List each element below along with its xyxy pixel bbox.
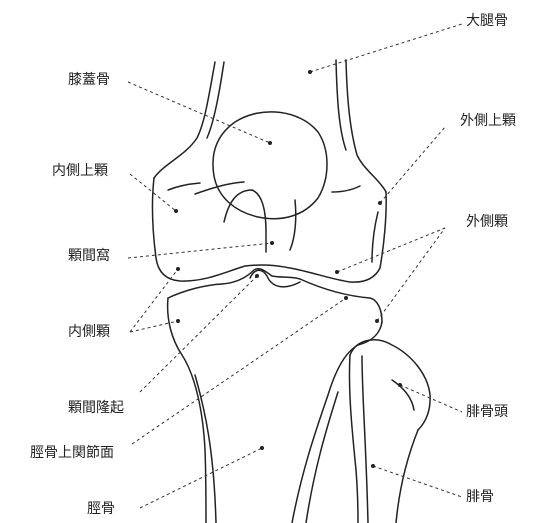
- dot-lateral-epicondyle: [378, 201, 382, 205]
- fibula-right-border: [396, 430, 418, 523]
- lateral-epicondyle-stroke: [372, 212, 378, 262]
- dot-femur: [308, 70, 312, 74]
- dot-medial-epicondyle: [174, 209, 178, 213]
- fossa-right-edge: [290, 200, 296, 250]
- leader-lateral-condyle-1: [337, 228, 445, 272]
- leader-tibia: [140, 448, 262, 508]
- dot-tibial-articular-surface: [344, 296, 348, 300]
- dot-lateral-condyle-2: [375, 319, 379, 323]
- dot-medial-condyle-1: [176, 267, 180, 271]
- medial-condyle-stroke: [168, 183, 200, 190]
- femur-shaft-right-inner: [336, 60, 346, 150]
- leader-fibula: [373, 466, 462, 497]
- leader-femur: [310, 24, 462, 72]
- dot-intercondylar-fossa: [270, 241, 274, 245]
- label-tibial-articular-surface: 脛骨上関節面: [30, 445, 114, 461]
- label-tibia: 脛骨: [87, 501, 115, 517]
- label-intercondylar-eminence: 顆間隆起: [68, 400, 124, 416]
- patella-outline: [213, 112, 327, 219]
- dot-patella: [268, 141, 272, 145]
- femur-shaft-left-inner: [207, 62, 224, 138]
- dot-intercondylar-eminence: [255, 274, 259, 278]
- label-femur: 大腿骨: [466, 13, 508, 29]
- tibia-right-border: [292, 322, 382, 523]
- fossa-curve: [224, 190, 266, 252]
- tibia-eminence: [250, 270, 300, 287]
- fibula-head-inner: [392, 380, 414, 410]
- femur-condyles-outline: [153, 178, 387, 282]
- fibula-left-inner: [362, 356, 368, 523]
- dot-tibia: [260, 446, 264, 450]
- leader-intercondylar-eminence: [140, 276, 257, 392]
- leader-medial-condyle-1: [130, 269, 178, 332]
- leader-intercondylar-fossa: [128, 243, 272, 258]
- label-lateral-condyle: 外側顆: [466, 214, 508, 230]
- dot-lateral-condyle-1: [335, 270, 339, 274]
- dot-fibula: [371, 464, 375, 468]
- label-fibular-head: 腓骨頭: [466, 404, 508, 420]
- label-fibula: 腓骨: [466, 489, 494, 505]
- dot-fibular-head: [398, 383, 402, 387]
- label-patella: 膝蓋骨: [68, 72, 110, 88]
- femur-shaft-right-outer: [346, 60, 386, 192]
- leader-tibial-articular-surface: [132, 298, 346, 444]
- label-medial-condyle: 内側顆: [68, 324, 110, 340]
- label-lateral-epicondyle: 外側上顆: [460, 113, 516, 129]
- label-medial-epicondyle: 内側上顆: [52, 163, 108, 179]
- dot-medial-condyle-2: [176, 319, 180, 323]
- leader-lateral-epicondyle: [380, 127, 445, 203]
- femur-shaft-left-outer: [154, 62, 215, 178]
- label-intercondylar-fossa: 顆間窩: [68, 248, 110, 264]
- tibia-plateau: [168, 269, 382, 322]
- lateral-condyle-stroke: [332, 186, 360, 192]
- fibula-left-border: [349, 355, 358, 523]
